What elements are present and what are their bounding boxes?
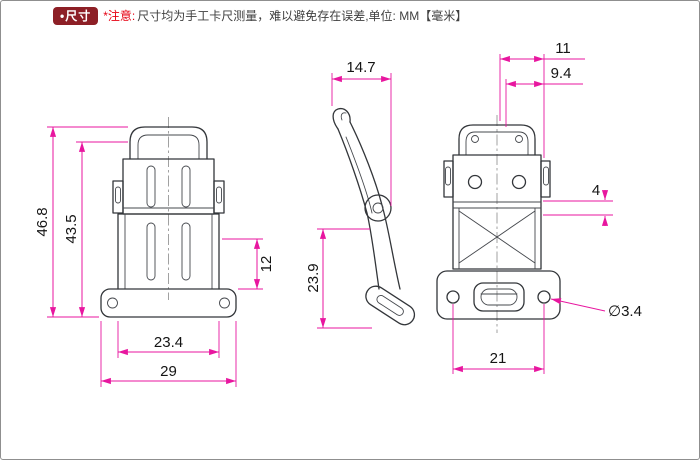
back-view-dimensions: 11 9.4 4 21 ∅3.4 — [452, 40, 642, 374]
dim-back-hole-diameter: ∅3.4 — [608, 303, 642, 320]
dim-back-span-outer: 11 — [555, 40, 571, 57]
back-view — [436, 115, 561, 333]
note-warning-label: *注意: — [103, 9, 136, 23]
dim-front-base-width: 29 — [160, 363, 177, 380]
dim-front-body-height: 43.5 — [63, 214, 80, 243]
dim-side-lever-height: 23.9 — [305, 263, 322, 292]
note-text: 尺寸均为手工卡尺测量，难以避免存在误差,单位: MM【毫米】 — [137, 9, 468, 23]
dim-back-fold-height: 4 — [592, 182, 600, 199]
front-view-dimensions: 46.8 43.5 12 23.4 29 — [34, 126, 275, 387]
dim-side-top-width: 14.7 — [346, 59, 375, 76]
side-view-dimensions: 14.7 23.9 — [305, 59, 392, 329]
dim-back-hole-spacing: 21 — [490, 350, 507, 367]
dim-front-overall-height: 46.8 — [34, 207, 51, 236]
dim-front-body-width: 23.4 — [154, 334, 183, 351]
dim-back-span-inner: 9.4 — [551, 65, 572, 82]
front-view — [100, 117, 237, 318]
side-view — [332, 107, 416, 326]
size-badge: •尺寸 — [53, 7, 99, 25]
dim-front-lower-height: 12 — [258, 256, 275, 273]
header: •尺寸 *注意:尺寸均为手工卡尺测量，难以避免存在误差,单位: MM【毫米】 — [53, 7, 467, 25]
measurement-note: *注意:尺寸均为手工卡尺测量，难以避免存在误差,单位: MM【毫米】 — [103, 7, 467, 25]
